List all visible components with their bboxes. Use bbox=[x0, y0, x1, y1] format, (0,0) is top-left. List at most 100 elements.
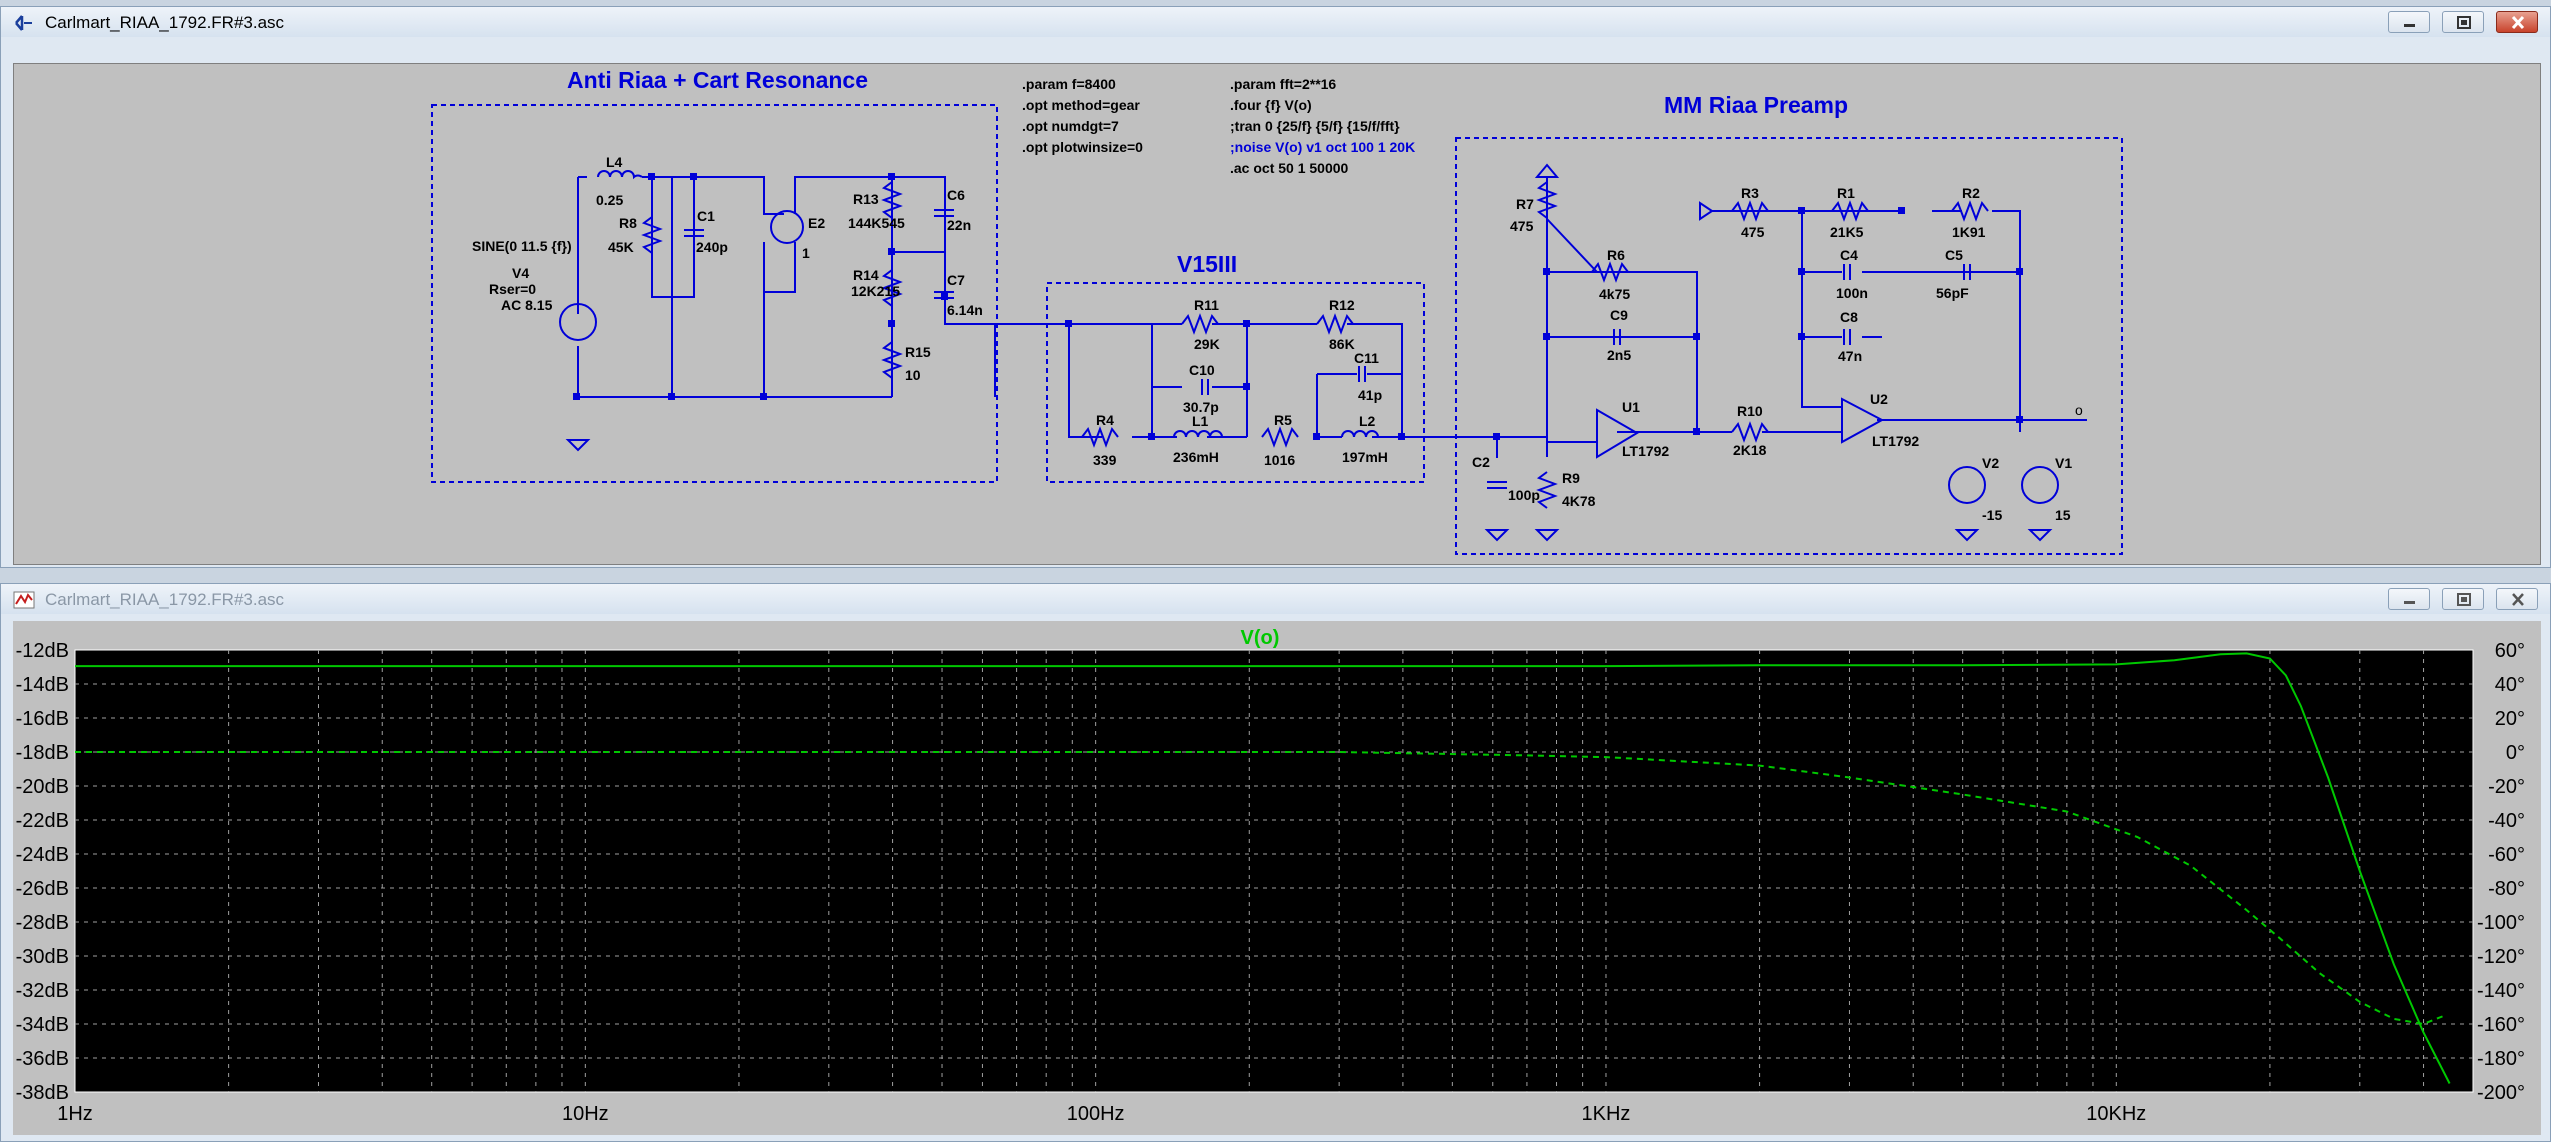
y-left-tick-label: -28dB bbox=[16, 912, 69, 934]
cap-C10 bbox=[1201, 379, 1209, 395]
source-V2 bbox=[1948, 466, 1986, 504]
label-C6: C6 bbox=[947, 187, 965, 203]
value-C2: 100p bbox=[1508, 487, 1540, 503]
inductor-L4 bbox=[597, 170, 643, 180]
value-R15: 10 bbox=[905, 367, 921, 383]
value-R5: 1016 bbox=[1264, 452, 1295, 468]
label-C4: C4 bbox=[1840, 247, 1858, 263]
resistor-R2 bbox=[1951, 200, 1989, 222]
plot-restore-button[interactable] bbox=[2442, 588, 2484, 610]
label-R14: R14 bbox=[853, 267, 879, 283]
opamp-U2 bbox=[1841, 397, 1885, 444]
minimize-icon bbox=[2404, 24, 2415, 27]
label-R4: R4 bbox=[1096, 412, 1114, 428]
value-C8: 47n bbox=[1838, 348, 1862, 364]
directive-opt-numdgt[interactable]: .opt numdgt=7 bbox=[1022, 118, 1119, 134]
y-right-tick-label: -80° bbox=[2488, 878, 2525, 900]
value-C1: 240p bbox=[696, 239, 728, 255]
x-tick-label: 100Hz bbox=[1067, 1103, 1125, 1125]
label-C7: C7 bbox=[947, 272, 965, 288]
y-left-tick-label: -18dB bbox=[16, 742, 69, 764]
junction-dots bbox=[573, 173, 2023, 440]
y-left-tick-label: -38dB bbox=[16, 1082, 69, 1104]
minimize-icon bbox=[2404, 601, 2415, 604]
label-output-node: o bbox=[2075, 402, 2083, 418]
y-right-tick-label: 60° bbox=[2495, 640, 2525, 662]
value-V1: 15 bbox=[2055, 507, 2071, 523]
resistor-R12 bbox=[1316, 313, 1354, 335]
value-R1: 21K5 bbox=[1830, 224, 1864, 240]
label-C11: C11 bbox=[1354, 350, 1379, 366]
value-R6: 4k75 bbox=[1599, 286, 1630, 302]
wires bbox=[577, 176, 2087, 458]
schematic-minimize-button[interactable] bbox=[2388, 11, 2430, 33]
y-left-tick-label: -32dB bbox=[16, 980, 69, 1002]
value-R11: 29K bbox=[1194, 336, 1220, 352]
directive-param-f[interactable]: .param f=8400 bbox=[1022, 76, 1116, 92]
schematic-restore-button[interactable] bbox=[2442, 11, 2484, 33]
y-right-tick-label: -40° bbox=[2488, 810, 2525, 832]
directive-noise[interactable]: ;noise V(o) v1 oct 100 1 20K bbox=[1230, 139, 1415, 155]
value-C6: 22n bbox=[947, 217, 971, 233]
close-icon bbox=[2512, 593, 2524, 606]
directive-param-fft[interactable]: .param fft=2**16 bbox=[1230, 76, 1336, 92]
value-R14: 12K215 bbox=[851, 283, 900, 299]
y-left-tick-label: -24dB bbox=[16, 844, 69, 866]
y-right-tick-label: -100° bbox=[2477, 912, 2525, 934]
y-left-tick-label: -14dB bbox=[16, 674, 69, 696]
y-right-tick-label: 0° bbox=[2506, 742, 2525, 764]
plot-background[interactable] bbox=[74, 649, 2474, 1093]
value-R3: 475 bbox=[1741, 224, 1765, 240]
directive-opt-method[interactable]: .opt method=gear bbox=[1022, 97, 1140, 113]
y-right-tick-label: -140° bbox=[2477, 980, 2525, 1002]
plot-titlebar[interactable]: Carlmart_RIAA_1792.FR#3.asc bbox=[1, 584, 2550, 614]
value-R12: 86K bbox=[1329, 336, 1355, 352]
label-R15: R15 bbox=[905, 344, 931, 360]
schematic-window: Carlmart_RIAA_1792.FR#3.asc Anti Riaa + … bbox=[0, 6, 2551, 568]
schematic-titlebar[interactable]: Carlmart_RIAA_1792.FR#3.asc bbox=[1, 7, 2550, 37]
cap-C11 bbox=[1358, 366, 1366, 382]
plot-minimize-button[interactable] bbox=[2388, 588, 2430, 610]
y-right-tick-label: -120° bbox=[2477, 946, 2525, 968]
directive-ac[interactable]: .ac oct 50 1 50000 bbox=[1230, 160, 1349, 176]
component-labels: L4 0.25 R8 45K C1 240p E2 1 R13 144K545 … bbox=[472, 154, 2083, 523]
value-R10: 2K18 bbox=[1733, 442, 1767, 458]
anti-riaa-title: Anti Riaa + Cart Resonance bbox=[567, 67, 868, 93]
resistor-R11 bbox=[1181, 313, 1219, 335]
opamp-U1 bbox=[1596, 408, 1639, 459]
label-R6: R6 bbox=[1607, 247, 1625, 263]
y-right-tick-label: -160° bbox=[2477, 1014, 2525, 1036]
resistor-R14 bbox=[881, 269, 903, 307]
value-L4: 0.25 bbox=[596, 192, 623, 208]
label-L1: L1 bbox=[1192, 413, 1209, 429]
y-left-tick-label: -34dB bbox=[16, 1014, 69, 1036]
value-R2: 1K91 bbox=[1952, 224, 1986, 240]
value-L1: 236mH bbox=[1173, 449, 1219, 465]
y-right-tick-label: -200° bbox=[2477, 1082, 2525, 1104]
directive-four[interactable]: .four {f} V(o) bbox=[1230, 97, 1312, 113]
chart-title-trace-label[interactable]: V(o) bbox=[1241, 627, 1280, 649]
y-left-tick-label: -36dB bbox=[16, 1048, 69, 1070]
value-V4-rser: Rser=0 bbox=[489, 281, 536, 297]
schematic-canvas[interactable]: Anti Riaa + Cart Resonance V15III MM Ria… bbox=[13, 63, 2541, 565]
label-R8: R8 bbox=[619, 215, 637, 231]
v15-title: V15III bbox=[1177, 251, 1237, 277]
anti-riaa-box bbox=[431, 104, 998, 483]
resistor-R13 bbox=[881, 181, 903, 219]
source-E2 bbox=[770, 210, 804, 244]
ground-symbols bbox=[565, 163, 2053, 542]
y-left-tick-label: -26dB bbox=[16, 878, 69, 900]
plot-close-button[interactable] bbox=[2496, 588, 2538, 610]
y-left-tick-label: -16dB bbox=[16, 708, 69, 730]
directive-opt-plotwinsize[interactable]: .opt plotwinsize=0 bbox=[1022, 139, 1143, 155]
x-tick-label: 1Hz bbox=[57, 1103, 93, 1125]
cap-C1 bbox=[684, 229, 704, 237]
y-right-tick-label: -20° bbox=[2488, 776, 2525, 798]
schematic-close-button[interactable] bbox=[2496, 11, 2538, 33]
label-C2: C2 bbox=[1472, 454, 1490, 470]
directive-tran[interactable]: ;tran 0 {25/f} {5/f} {15/f/fft} bbox=[1230, 118, 1400, 134]
restore-icon bbox=[2457, 16, 2471, 29]
